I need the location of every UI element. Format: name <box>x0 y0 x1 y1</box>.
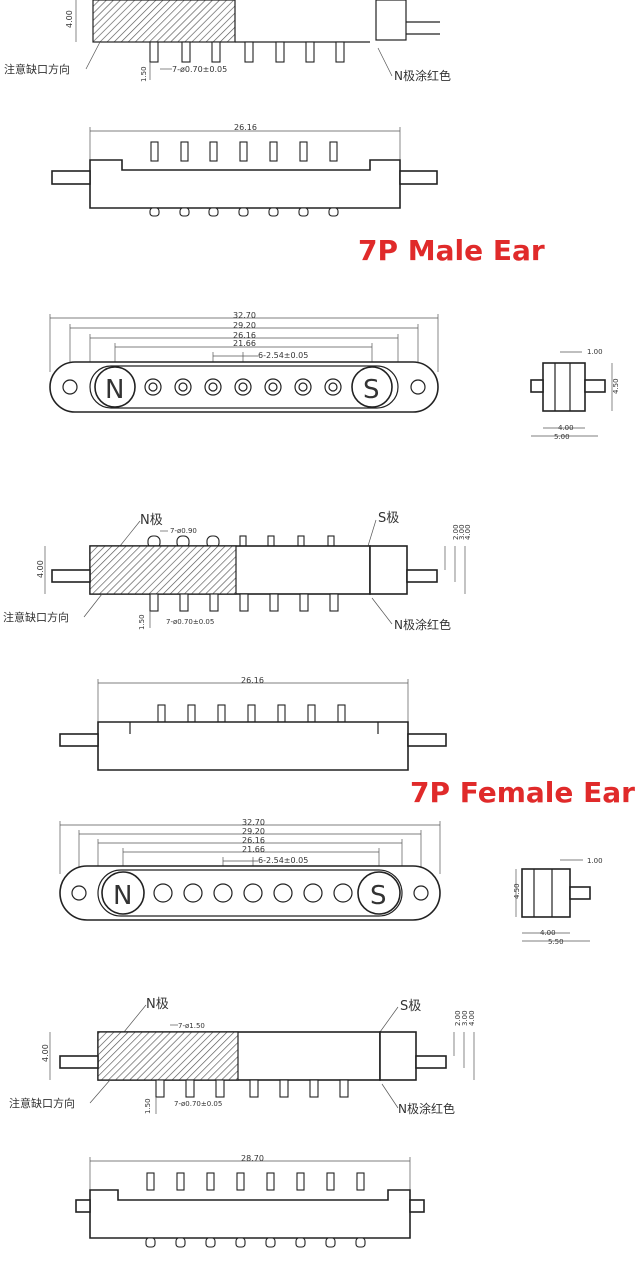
n-magnet-letter: N <box>105 375 124 405</box>
female-bottom-view-lower-pins <box>145 1237 366 1248</box>
female-side-height: 4.00 <box>41 1044 50 1062</box>
male-notch-direction-label: 注意缺口方向 <box>3 610 69 624</box>
female-bottom-pins <box>155 1079 349 1098</box>
top-bottom-view: 26.16 <box>51 123 438 217</box>
female-end-width-inner: 4.00 <box>540 929 556 937</box>
male-side-view: N极 S极 7-ø0.90 4.00 <box>3 511 472 632</box>
male-dim-2: 29.20 <box>233 321 256 330</box>
female-pin-head: 7-ø1.50 <box>178 1022 205 1030</box>
mount-hole-right <box>410 379 426 395</box>
female-side-pin-offset: 1.50 <box>144 1098 152 1114</box>
dim-pin-offset-top: 1.50 <box>140 66 148 82</box>
female-dim-2: 29.20 <box>242 827 265 836</box>
male-dim-4: 21.66 <box>233 339 256 348</box>
male-pin-head: 7-ø0.90 <box>170 527 197 535</box>
female-bottom-view: 28.70 <box>75 1154 425 1248</box>
male-s-pole-label: S极 <box>378 511 399 526</box>
female-end-view: 1.00 4.50 4.00 5.50 <box>513 857 603 946</box>
dim-pin-spec-top: 7-ø0.70±0.05 <box>172 65 227 74</box>
male-bottom-view: 26.16 <box>59 676 447 771</box>
male-end-width-inner: 4.00 <box>558 424 574 432</box>
notch-direction-label-top: 注意缺口方向 <box>4 62 70 76</box>
female-side-r1: 2.00 <box>454 1010 462 1026</box>
male-end-width-outer: 5.00 <box>554 433 570 441</box>
male-bottom-length: 26.16 <box>241 676 264 685</box>
pins-top-partial <box>149 41 345 63</box>
dim-length-top-bottom: 26.16 <box>234 123 257 132</box>
female-hatched-body <box>97 1031 239 1081</box>
female-bottom-length: 28.70 <box>241 1154 264 1163</box>
s-magnet-letter: S <box>363 375 380 405</box>
n-pole-red-label-top: N极涂红色 <box>394 68 451 83</box>
female-dim-3: 26.16 <box>242 836 265 845</box>
female-end-width-outer: 5.50 <box>548 938 564 946</box>
male-dim-3: 26.16 <box>233 331 256 340</box>
female-n-magnet-letter: N <box>113 881 132 911</box>
female-dim-1: 32.70 <box>242 818 265 827</box>
male-side-height: 4.00 <box>36 560 45 578</box>
male-bottom-pins <box>149 593 339 612</box>
female-side-view: N极 S极 7-ø1.50 4.00 2.00 3.00 4.00 注意缺口方向 <box>9 997 476 1116</box>
female-side-r3: 4.00 <box>468 1010 476 1026</box>
female-top-dimensions: 32.70 29.20 26.16 21.66 6-2.54±0.05 <box>59 818 441 888</box>
male-ear-heading: 7P Male Ear <box>358 234 545 267</box>
female-end-top: 1.00 <box>587 857 603 865</box>
male-bottom-view-pins <box>157 704 346 723</box>
male-flange-outline <box>49 361 439 413</box>
male-side-r1: 2.00 <box>452 524 460 540</box>
male-end-view: 1.00 4.50 4.00 5.00 <box>530 348 620 441</box>
male-top-view: 32.70 29.20 26.16 21.66 6-2.54±0.05 N S <box>49 311 439 413</box>
male-pin-holes <box>144 378 342 396</box>
female-n-pole-label: N极 <box>146 997 169 1012</box>
male-side-r3: 4.00 <box>464 524 472 540</box>
male-n-pole-red-label: N极涂红色 <box>394 617 451 632</box>
dim-height-top: 4.00 <box>65 10 74 28</box>
female-pitch: 6-2.54±0.05 <box>258 856 308 865</box>
hatched-body <box>92 0 236 43</box>
female-s-magnet-letter: S <box>370 881 387 911</box>
female-end-left: 4.50 <box>513 883 521 899</box>
male-dim-1: 32.70 <box>233 311 256 320</box>
female-n-pole-red-label: N极涂红色 <box>398 1101 455 1116</box>
female-s-magnet <box>357 871 401 915</box>
n-magnet <box>94 366 136 408</box>
female-side-r2: 3.00 <box>461 1010 469 1026</box>
female-bottom-view-upper-pins <box>146 1172 365 1191</box>
female-notch-direction-label: 注意缺口方向 <box>9 1096 75 1110</box>
female-mount-hole-right <box>413 885 429 901</box>
female-dim-4: 21.66 <box>242 845 265 854</box>
male-side-pin-offset: 1.50 <box>138 614 146 630</box>
mount-hole-left <box>62 379 78 395</box>
female-n-magnet <box>101 871 145 915</box>
male-n-pole-label: N极 <box>140 513 163 528</box>
male-side-pin-spec: 7-ø0.70±0.05 <box>166 618 214 626</box>
female-ear-heading: 7P Female Ear <box>410 776 635 809</box>
pins-top-bottom-lower <box>149 207 339 217</box>
female-mount-hole-left <box>71 885 87 901</box>
female-side-pin-spec: 7-ø0.70±0.05 <box>174 1100 222 1108</box>
male-top-dimensions: 32.70 29.20 26.16 21.66 6-2.54±0.05 <box>49 311 439 384</box>
male-side-r2: 3.00 <box>458 524 466 540</box>
male-end-top: 1.00 <box>587 348 603 356</box>
female-flange-outline <box>59 865 441 921</box>
male-pitch: 6-2.54±0.05 <box>258 351 308 360</box>
pins-top-bottom-upper <box>150 141 338 162</box>
male-hatched-body <box>89 545 237 595</box>
s-magnet <box>351 366 393 408</box>
male-end-right: 4.50 <box>612 378 620 394</box>
female-s-pole-label: S极 <box>400 999 421 1014</box>
female-top-view: 32.70 29.20 26.16 21.66 6-2.54±0.05 N S <box>59 818 441 921</box>
female-pin-holes <box>153 883 353 903</box>
top-partial-side-view: 4.00 1.50 7-ø0.70±0.05 注意缺口方向 N极涂红色 <box>4 0 451 83</box>
